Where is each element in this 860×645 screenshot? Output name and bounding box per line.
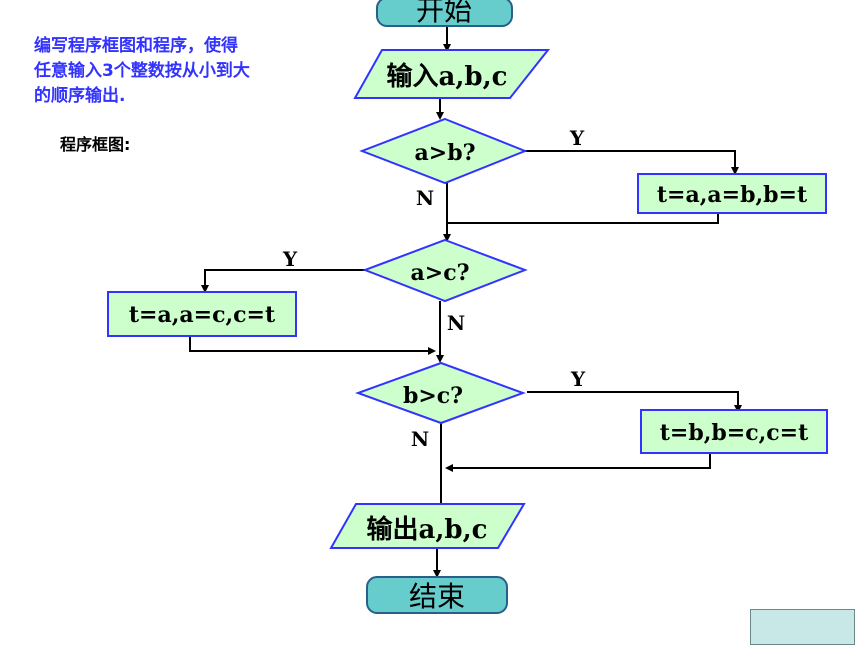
start-terminal [376,0,513,27]
decision-a-gt-c-label: a>c? [411,260,470,286]
end-label: 结束 [409,580,465,613]
process-swap-ab [637,173,827,214]
arrow-swap3-back [445,453,711,472]
connectors [189,26,742,578]
decision-a-gt-c [362,238,528,303]
arrow-cond2-yes [201,269,365,293]
arrow-cond1-yes [525,150,739,175]
start-label: 开始 [416,0,472,27]
output-label: 输出a,b,c [367,514,488,545]
output-parallelogram [329,503,526,549]
input-parallelogram [353,49,551,99]
line-swap1-back [448,213,719,224]
process-swap-ac [107,291,297,337]
end-terminal [366,576,508,614]
arrow-swap2-back [189,337,436,355]
decision-a-gt-b [359,117,528,185]
decision-b-gt-c [355,361,526,425]
cond1-yes-label: Y [569,126,585,150]
arrow-cond3-yes [527,391,742,413]
decision-b-gt-c-label: b>c? [403,383,463,409]
navigation-button[interactable] [750,609,855,645]
input-label: 输入a,b,c [387,61,508,92]
problem-statement: 编写程序框图和程序，使得任意输入3个整数按从小到大的顺序输出. [34,36,250,106]
cond1-no-label: N [416,186,434,210]
diagram-subtitle: 程序框图: [60,135,131,154]
cond2-no-label: N [447,311,465,335]
cond2-yes-label: Y [282,247,298,271]
process-swap-bc-label: t=b,b=c,c=t [660,420,809,446]
process-swap-ac-label: t=a,a=c,c=t [129,302,276,328]
cond3-no-label: N [411,427,429,451]
cond3-yes-label: Y [570,367,586,391]
decision-a-gt-b-label: a>b? [415,140,476,166]
process-swap-bc [640,409,828,454]
process-swap-ab-label: t=a,a=b,b=t [657,182,808,208]
